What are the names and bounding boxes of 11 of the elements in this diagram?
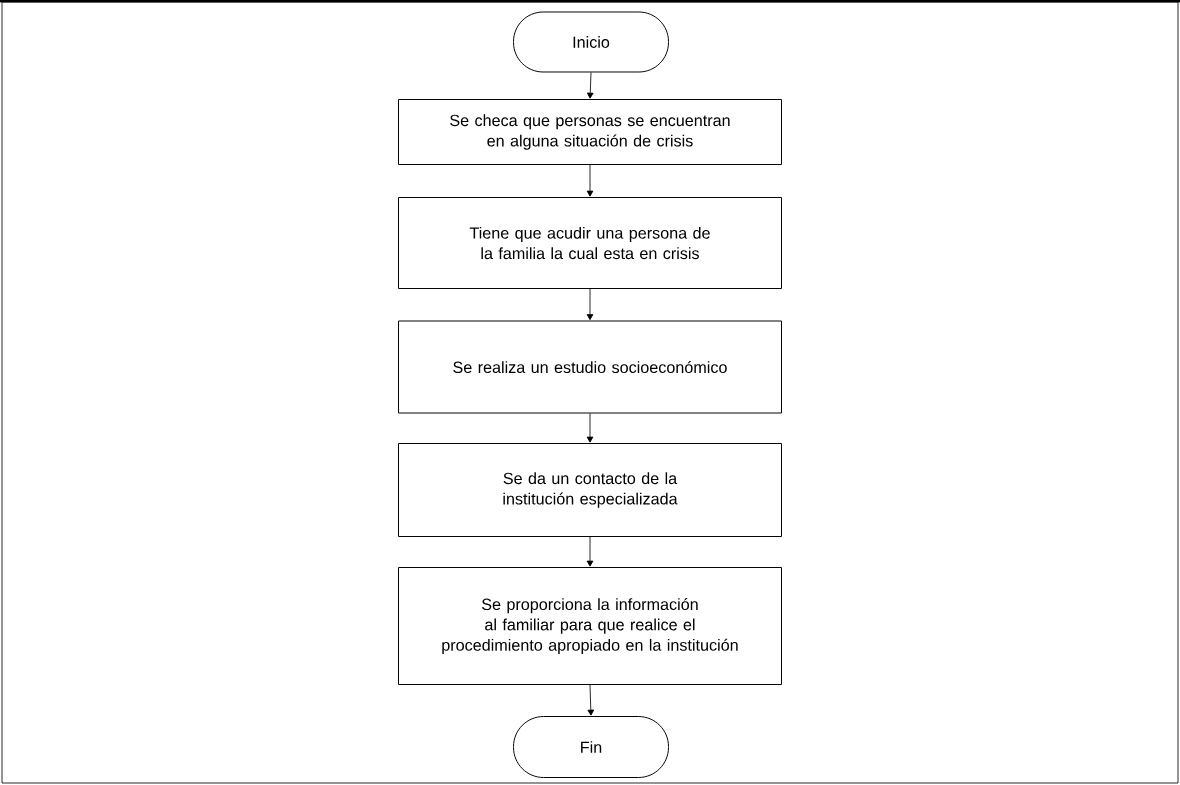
process-box: Se proporciona la información al familiar para que realice el procedimiento apropiado en la institución — [398, 567, 782, 685]
arrow — [586, 288, 594, 321]
process-box: Tiene que acudir una persona de la familia la cual esta en crisis — [398, 197, 782, 289]
process-box: Se checa que personas se encuentran en alguna situación de crisis — [398, 99, 782, 165]
arrow — [587, 684, 595, 716]
arrow — [586, 536, 594, 567]
process-box: Se da un contacto de la institución especializada — [398, 443, 782, 537]
arrow — [586, 413, 594, 443]
arrow — [586, 164, 594, 197]
process-box: Se realiza un estudio socioeconómico — [398, 320, 782, 414]
arrow — [586, 72, 594, 99]
